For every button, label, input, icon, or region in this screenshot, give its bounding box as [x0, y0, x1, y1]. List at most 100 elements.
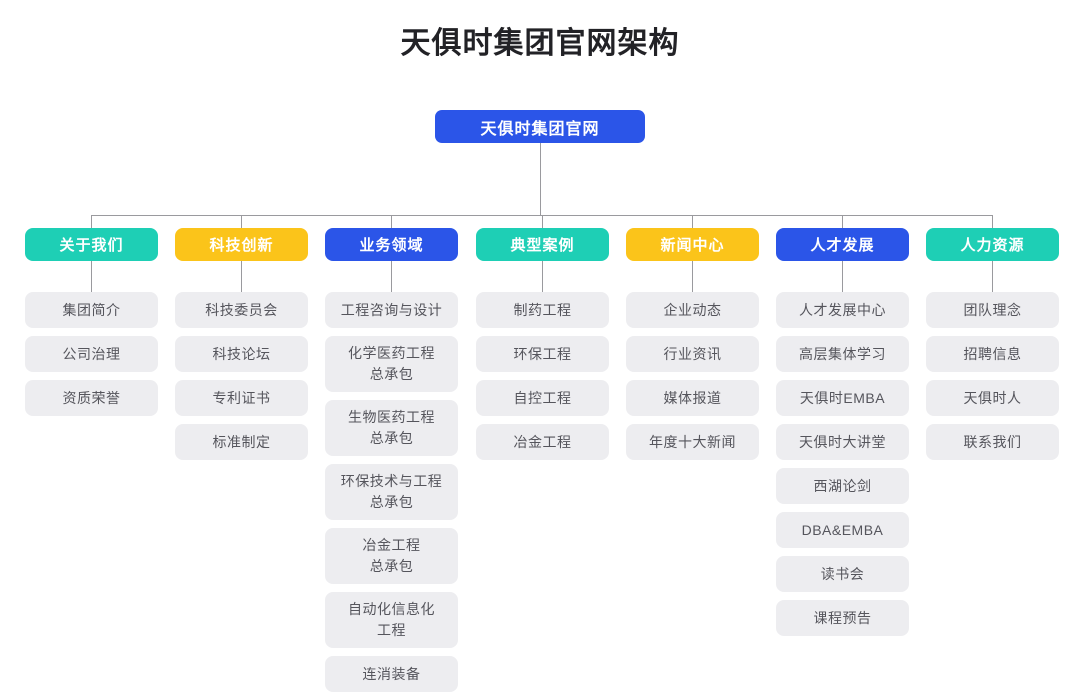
sitemap-item-label: 专利证书 — [212, 389, 271, 406]
sitemap-item[interactable]: 冶金工程 总承包 — [325, 528, 458, 584]
connector-drop-5 — [692, 215, 693, 228]
column-header-label: 科技创新 — [209, 237, 274, 254]
page-title: 天俱时集团官网架构 — [400, 27, 680, 60]
connector-drop-1 — [91, 215, 92, 228]
sitemap-item[interactable]: 工程咨询与设计 — [325, 292, 458, 328]
column-header-7[interactable]: 人力资源 — [926, 228, 1059, 261]
column-header-6[interactable]: 人才发展 — [776, 228, 909, 261]
sitemap-item[interactable]: 自动化信息化 工程 — [325, 592, 458, 648]
connector-root-stem — [539, 143, 541, 215]
column-child-list: 企业动态行业资讯媒体报道年度十大新闻 — [626, 292, 759, 460]
sitemap-item-label: 集团简介 — [62, 301, 121, 318]
sitemap-item-label: 年度十大新闻 — [649, 433, 736, 450]
sitemap-item-label: 高层集体学习 — [799, 345, 886, 362]
sitemap-column-2: 科技创新科技委员会科技论坛专利证书标准制定 — [175, 228, 308, 460]
connector-header-to-child-3 — [391, 261, 392, 292]
sitemap-item-label: 行业资讯 — [663, 345, 722, 362]
sitemap-item-label: 天俱时人 — [963, 389, 1022, 406]
sitemap-item-label: 团队理念 — [963, 301, 1022, 318]
sitemap-item[interactable]: 化学医药工程 总承包 — [325, 336, 458, 392]
sitemap-item[interactable]: 联系我们 — [926, 424, 1059, 460]
sitemap-item-label: 冶金工程 总承包 — [362, 537, 421, 574]
sitemap-item-label: 环保技术与工程 总承包 — [340, 473, 443, 510]
sitemap-item-label: 媒体报道 — [663, 389, 722, 406]
sitemap-item-label: 课程预告 — [813, 609, 872, 626]
connector-drop-7 — [992, 215, 993, 228]
sitemap-item[interactable]: 天俱时人 — [926, 380, 1059, 416]
connector-drop-2 — [241, 215, 242, 228]
sitemap-item-label: 联系我们 — [963, 433, 1022, 450]
root-node-label: 天俱时集团官网 — [480, 120, 600, 138]
column-header-3[interactable]: 业务领域 — [325, 228, 458, 261]
sitemap-item[interactable]: DBA&EMBA — [776, 512, 909, 548]
sitemap-item[interactable]: 企业动态 — [626, 292, 759, 328]
sitemap-item-label: 人才发展中心 — [799, 301, 886, 318]
sitemap-item-label: 科技论坛 — [212, 345, 271, 362]
sitemap-item[interactable]: 公司治理 — [25, 336, 158, 372]
sitemap-item-label: 生物医药工程 总承包 — [348, 409, 435, 446]
sitemap-item[interactable]: 标准制定 — [175, 424, 308, 460]
sitemap-item[interactable]: 科技委员会 — [175, 292, 308, 328]
connector-drop-4 — [542, 215, 543, 228]
sitemap-item[interactable]: 天俱时大讲堂 — [776, 424, 909, 460]
connector-header-to-child-6 — [842, 261, 843, 292]
connector-drop-3 — [391, 215, 392, 228]
sitemap-item-label: 标准制定 — [212, 433, 271, 450]
column-child-list: 团队理念招聘信息天俱时人联系我们 — [926, 292, 1059, 460]
column-header-label: 关于我们 — [59, 237, 124, 254]
sitemap-item-label: DBA&EMBA — [801, 521, 884, 538]
sitemap-item[interactable]: 招聘信息 — [926, 336, 1059, 372]
column-header-label: 典型案例 — [510, 237, 575, 254]
root-node-group-website[interactable]: 天俱时集团官网 — [435, 110, 645, 143]
sitemap-item[interactable]: 人才发展中心 — [776, 292, 909, 328]
sitemap-item[interactable]: 制药工程 — [476, 292, 609, 328]
column-header-2[interactable]: 科技创新 — [175, 228, 308, 261]
sitemap-item[interactable]: 西湖论剑 — [776, 468, 909, 504]
sitemap-item-label: 公司治理 — [62, 345, 121, 362]
sitemap-item-label: 冶金工程 — [513, 433, 572, 450]
column-header-5[interactable]: 新闻中心 — [626, 228, 759, 261]
sitemap-item-label: 企业动态 — [663, 301, 722, 318]
column-header-label: 人才发展 — [810, 237, 875, 254]
sitemap-column-6: 人才发展人才发展中心高层集体学习天俱时EMBA 天俱时大讲堂西湖论剑 DBA&EMB… — [776, 228, 909, 636]
sitemap-item[interactable]: 连消装备 — [325, 656, 458, 692]
sitemap-item[interactable]: 天俱时EMBA — [776, 380, 909, 416]
sitemap-column-3: 业务领域工程咨询与设计化学医药工程 总承包生物医药工程 总承包环保技术与工程 总… — [325, 228, 458, 692]
connector-header-to-child-4 — [542, 261, 543, 292]
sitemap-item-label: 读书会 — [820, 565, 865, 582]
sitemap-item[interactable]: 专利证书 — [175, 380, 308, 416]
sitemap-item[interactable]: 读书会 — [776, 556, 909, 592]
sitemap-column-4: 典型案例制药工程环保工程自控工程冶金工程 — [476, 228, 609, 460]
column-header-4[interactable]: 典型案例 — [476, 228, 609, 261]
sitemap-item[interactable]: 资质荣誉 — [25, 380, 158, 416]
sitemap-item[interactable]: 环保技术与工程 总承包 — [325, 464, 458, 520]
sitemap-item[interactable]: 课程预告 — [776, 600, 909, 636]
connector-header-to-child-2 — [241, 261, 242, 292]
sitemap-item[interactable]: 生物医药工程 总承包 — [325, 400, 458, 456]
sitemap-item[interactable]: 集团简介 — [25, 292, 158, 328]
sitemap-item[interactable]: 行业资讯 — [626, 336, 759, 372]
sitemap-item[interactable]: 高层集体学习 — [776, 336, 909, 372]
sitemap-item-label: 自动化信息化 工程 — [348, 601, 435, 638]
column-header-label: 人力资源 — [960, 237, 1025, 254]
sitemap-item-label: 制药工程 — [513, 301, 572, 318]
sitemap-item[interactable]: 科技论坛 — [175, 336, 308, 372]
sitemap-item[interactable]: 环保工程 — [476, 336, 609, 372]
column-header-1[interactable]: 关于我们 — [25, 228, 158, 261]
connector-header-to-child-7 — [992, 261, 993, 292]
sitemap-item[interactable]: 自控工程 — [476, 380, 609, 416]
sitemap-column-1: 关于我们集团简介公司治理资质荣誉 — [25, 228, 158, 416]
sitemap-item[interactable]: 团队理念 — [926, 292, 1059, 328]
sitemap-item-label: 环保工程 — [513, 345, 572, 362]
sitemap-item[interactable]: 媒体报道 — [626, 380, 759, 416]
sitemap-column-5: 新闻中心企业动态行业资讯媒体报道年度十大新闻 — [626, 228, 759, 460]
sitemap-item[interactable]: 年度十大新闻 — [626, 424, 759, 460]
sitemap-item-label: 连消装备 — [362, 665, 421, 682]
sitemap-item-label: 工程咨询与设计 — [340, 301, 443, 318]
sitemap-item-label: 科技委员会 — [205, 301, 278, 318]
sitemap-item[interactable]: 冶金工程 — [476, 424, 609, 460]
sitemap-item-label: 西湖论剑 — [813, 477, 872, 494]
sitemap-item-label: 自控工程 — [513, 389, 572, 406]
column-child-list: 人才发展中心高层集体学习天俱时EMBA 天俱时大讲堂西湖论剑 DBA&EMBA 读书会… — [776, 292, 909, 636]
